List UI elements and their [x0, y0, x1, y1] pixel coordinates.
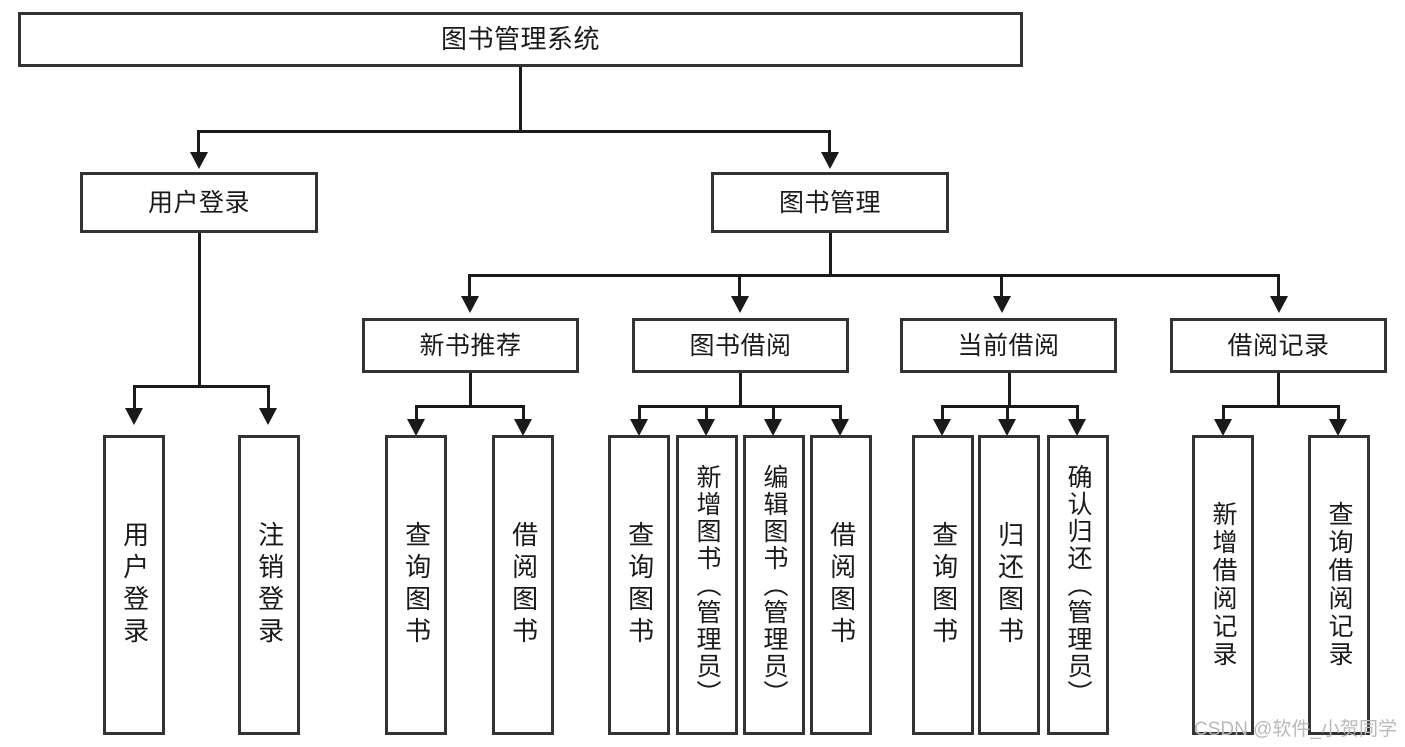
- connector-new-book-stem: [469, 373, 472, 405]
- connector-book-borrow-drop-2: [705, 405, 708, 419]
- leaf-user-login[interactable]: 用户登录: [103, 435, 165, 735]
- connector-current-borrow-drop-2: [1006, 405, 1009, 419]
- node-label: 新增借阅记录: [1209, 501, 1237, 669]
- connector-user-login-drop-2: [267, 385, 270, 408]
- node-label: 编辑图书（管理员）: [760, 463, 788, 707]
- leaf-add-borrow-record[interactable]: 新增借阅记录: [1192, 435, 1254, 735]
- connector-book-borrow-drop-1: [638, 405, 641, 419]
- node-label: 新书推荐: [419, 331, 522, 360]
- node-new-book-recommend[interactable]: 新书推荐: [362, 318, 579, 373]
- node-label: 用户登录: [147, 188, 250, 217]
- node-label: 新增图书（管理员）: [693, 463, 721, 707]
- arrow-to-leaf-borrow-book-2: [831, 419, 849, 436]
- node-label: 图书管理系统: [440, 23, 600, 54]
- arrow-to-leaf-confirm-return: [1068, 419, 1086, 436]
- node-user-login[interactable]: 用户登录: [80, 172, 318, 233]
- node-borrow-record[interactable]: 借阅记录: [1170, 318, 1387, 373]
- connector-user-login-drop-1: [133, 385, 136, 408]
- node-label: 图书借阅: [689, 331, 792, 360]
- connector-level3-drop-2: [738, 274, 741, 296]
- arrow-to-borrow-record: [1270, 296, 1288, 313]
- node-label: 确认归还（管理员）: [1064, 463, 1092, 707]
- connector-book-borrow-drop-3: [772, 405, 775, 419]
- connector-borrow-record-stem: [1277, 373, 1280, 405]
- arrow-to-leaf-query-book-2: [630, 419, 648, 436]
- connector-user-login-bus: [133, 385, 270, 388]
- connector-book-management-stem: [829, 233, 832, 274]
- arrow-to-leaf-query-borrow-record: [1329, 419, 1347, 436]
- node-label: 借阅记录: [1227, 331, 1330, 360]
- leaf-logout[interactable]: 注销登录: [238, 435, 300, 735]
- node-label: 借阅图书: [826, 521, 857, 649]
- connector-new-book-drop-2: [522, 405, 525, 419]
- leaf-borrow-book[interactable]: 借阅图书: [810, 435, 872, 735]
- node-book-management[interactable]: 图书管理: [711, 172, 949, 233]
- arrow-to-leaf-borrow-book-1: [514, 419, 532, 436]
- arrow-to-current-borrow: [993, 296, 1011, 313]
- leaf-borrow-book-recommend[interactable]: 借阅图书: [492, 435, 554, 735]
- arrow-to-leaf-user-login: [125, 408, 143, 425]
- connector-current-borrow-drop-1: [941, 405, 944, 419]
- node-label: 图书管理: [778, 188, 881, 217]
- arrow-to-leaf-add-book: [697, 419, 715, 436]
- connector-level3-bus: [468, 274, 1280, 277]
- arrow-to-book-management: [821, 152, 839, 169]
- leaf-query-book-current[interactable]: 查询图书: [912, 435, 974, 735]
- node-label: 用户登录: [119, 521, 150, 649]
- connector-borrow-record-bus: [1222, 405, 1340, 408]
- leaf-return-book[interactable]: 归还图书: [978, 435, 1040, 735]
- leaf-confirm-return-admin[interactable]: 确认归还（管理员）: [1047, 435, 1109, 735]
- connector-root-stem: [519, 67, 522, 130]
- arrow-to-leaf-query-book-1: [407, 419, 425, 436]
- connector-book-borrow-drop-4: [839, 405, 842, 419]
- connector-user-login-stem: [198, 233, 201, 385]
- csdn-watermark: CSDN @软件_小贺同学: [1194, 719, 1397, 740]
- arrow-to-user-login: [190, 152, 208, 169]
- connector-current-borrow-drop-3: [1076, 405, 1079, 419]
- arrow-to-new-book-recommend: [461, 296, 479, 313]
- node-label: 查询图书: [928, 521, 959, 649]
- node-label: 查询图书: [624, 521, 655, 649]
- connector-level3-drop-4: [1277, 274, 1280, 296]
- node-label: 查询借阅记录: [1325, 501, 1353, 669]
- leaf-add-book-admin[interactable]: 新增图书（管理员）: [676, 435, 738, 735]
- connector-book-borrow-stem: [739, 373, 742, 405]
- arrow-to-leaf-return-book: [998, 419, 1016, 436]
- leaf-edit-book-admin[interactable]: 编辑图书（管理员）: [743, 435, 805, 735]
- connector-new-book-bus: [415, 405, 525, 408]
- node-root-book-management-system[interactable]: 图书管理系统: [18, 12, 1023, 67]
- arrow-to-book-borrow: [731, 296, 749, 313]
- leaf-query-book-borrow[interactable]: 查询图书: [608, 435, 670, 735]
- leaf-query-book-recommend[interactable]: 查询图书: [385, 435, 447, 735]
- arrow-to-leaf-add-borrow-record: [1214, 419, 1232, 436]
- node-label: 借阅图书: [508, 521, 539, 649]
- connector-level3-drop-1: [468, 274, 471, 296]
- connector-level2-drop-left: [197, 130, 200, 152]
- node-label: 当前借阅: [957, 331, 1060, 360]
- node-label: 注销登录: [254, 521, 285, 649]
- node-current-borrow[interactable]: 当前借阅: [900, 318, 1117, 373]
- connector-borrow-record-drop-1: [1222, 405, 1225, 419]
- connector-book-borrow-bus: [638, 405, 842, 408]
- connector-current-borrow-stem: [1008, 373, 1011, 405]
- connector-new-book-drop-1: [415, 405, 418, 419]
- arrow-to-leaf-query-book-3: [933, 419, 951, 436]
- connector-current-borrow-bus: [941, 405, 1078, 408]
- connector-borrow-record-drop-2: [1337, 405, 1340, 419]
- node-label: 归还图书: [994, 521, 1025, 649]
- arrow-to-leaf-logout: [259, 408, 277, 425]
- leaf-query-borrow-record[interactable]: 查询借阅记录: [1308, 435, 1370, 735]
- connector-level2-drop-right: [828, 130, 831, 152]
- connector-level2-bus: [197, 130, 831, 133]
- connector-level3-drop-3: [1000, 274, 1003, 296]
- node-book-borrow[interactable]: 图书借阅: [632, 318, 849, 373]
- arrow-to-leaf-edit-book: [764, 419, 782, 436]
- node-label: 查询图书: [401, 521, 432, 649]
